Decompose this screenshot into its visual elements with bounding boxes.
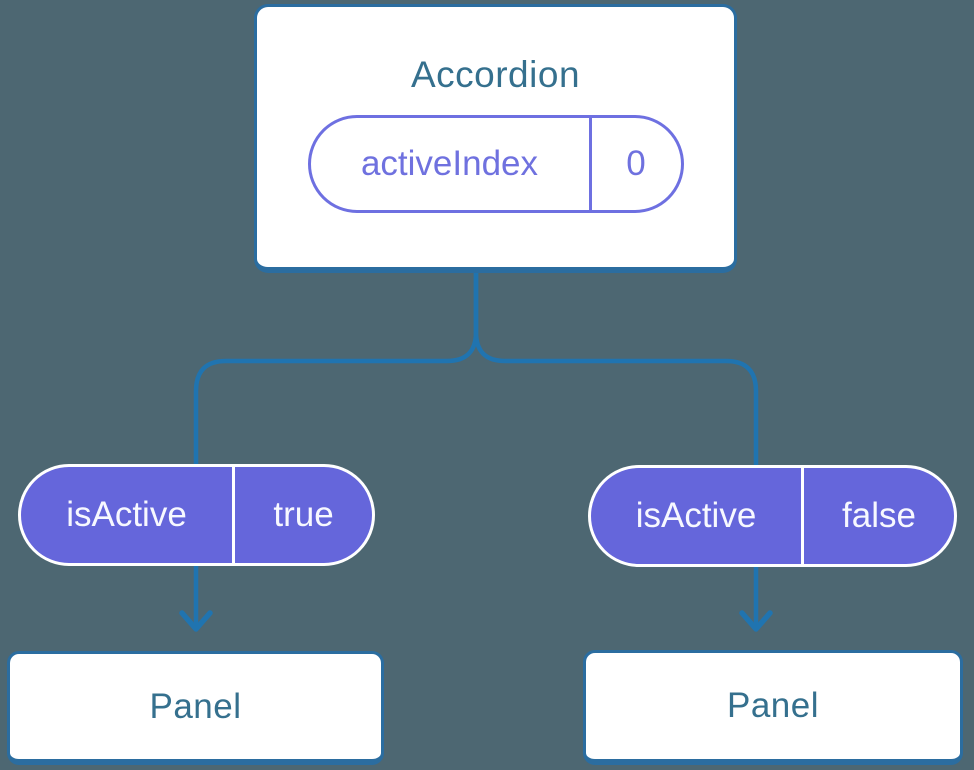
panel-title: Panel [149, 686, 242, 726]
arrow-down-icon-left [179, 610, 213, 632]
panel-title: Panel [726, 686, 820, 725]
panel-card-right: Panel [583, 650, 963, 765]
connector-branch-left [193, 271, 479, 626]
prop-pill-value: false [842, 496, 916, 535]
prop-pill-is-active-true: isActive true [18, 464, 375, 566]
arrow-down-icon-right [739, 610, 773, 632]
accordion-card: Accordion activeIndex 0 [254, 4, 737, 273]
state-pill: activeIndex 0 [307, 115, 684, 213]
accordion-title: Accordion [410, 54, 581, 95]
prop-pill-divider [232, 467, 235, 563]
prop-pill-divider [801, 468, 804, 564]
prop-pill-is-active-false: isActive false [588, 465, 957, 567]
connector-branch-right [473, 271, 759, 626]
prop-pill-name: isActive [66, 495, 187, 534]
state-pill-value: 0 [626, 144, 646, 183]
prop-pill-name: isActive [635, 496, 757, 535]
prop-pill-value: true [273, 495, 334, 534]
state-pill-divider [588, 118, 592, 210]
panel-card-left: Panel [7, 651, 384, 765]
state-pill-name: activeIndex [360, 144, 539, 183]
